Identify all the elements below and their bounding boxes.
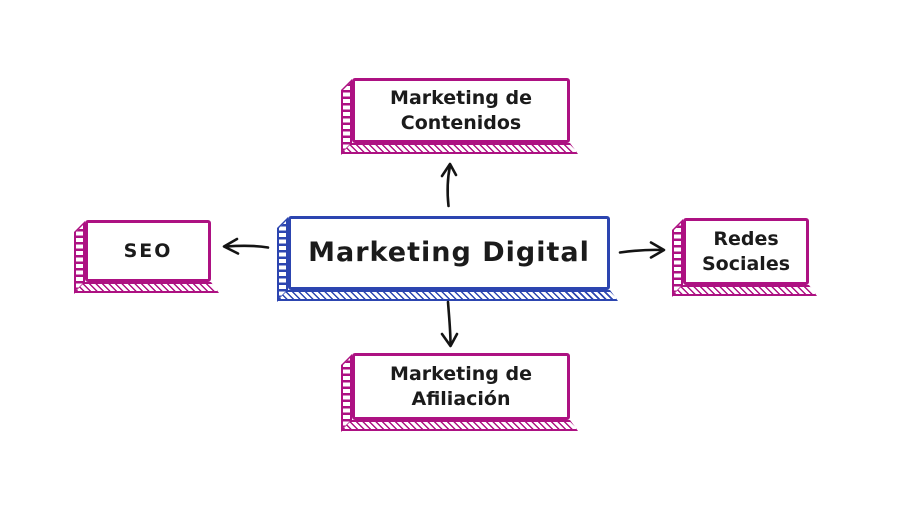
box-bottom-face [74, 282, 219, 293]
arrow-down-icon [440, 300, 459, 348]
box-bottom-face [672, 285, 817, 296]
node-label-redes-sociales: Redes Sociales [683, 218, 809, 285]
arrow-right-icon [618, 241, 666, 259]
node-label-marketing-de-contenidos: Marketing de Contenidos [352, 78, 570, 143]
node-label-marketing-de-afiliacion: Marketing de Afiliación [352, 353, 570, 420]
node-marketing-de-afiliacion: Marketing de Afiliación [341, 353, 570, 432]
node-label-seo: SEO [85, 220, 211, 282]
box-left-face [341, 354, 352, 432]
box-left-face [277, 217, 288, 302]
box-left-face [672, 219, 683, 297]
node-redes-sociales: Redes Sociales [672, 218, 809, 297]
node-marketing-digital: Marketing Digital [277, 216, 610, 302]
box-left-face [74, 221, 85, 294]
node-label-marketing-digital: Marketing Digital [288, 216, 610, 290]
arrow-left-icon [222, 237, 270, 255]
node-marketing-de-contenidos: Marketing de Contenidos [341, 78, 570, 155]
arrow-up-icon [440, 162, 458, 208]
box-left-face [341, 79, 352, 155]
box-bottom-face [341, 420, 578, 431]
box-bottom-face [341, 143, 578, 154]
node-seo: SEO [74, 220, 211, 294]
